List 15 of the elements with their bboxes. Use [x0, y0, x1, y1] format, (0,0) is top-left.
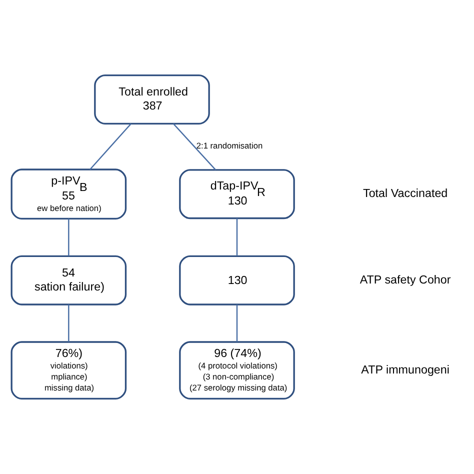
connector — [236, 304, 238, 342]
connector — [68, 304, 70, 342]
label: ATP safety Cohor — [360, 273, 451, 286]
label: ATP immunogeni — [361, 363, 450, 376]
node-box: 76%) violations) mpliance) missing data) — [10, 341, 127, 400]
edge-label: 2:1 randomisation — [196, 140, 263, 151]
node-box: 54 sation failure) — [10, 255, 127, 306]
connector — [172, 123, 216, 170]
node-box: 130 — [179, 255, 295, 306]
connector — [236, 218, 238, 256]
connector — [68, 218, 70, 256]
label: Total Vaccinated — [362, 187, 448, 200]
node-box: Total enrolled 387 — [94, 74, 210, 124]
connector — [90, 123, 132, 170]
node-box: 96 (74%) (4 protocol violations) (3 non-compliance) (27 serology missing data) — [179, 341, 295, 400]
